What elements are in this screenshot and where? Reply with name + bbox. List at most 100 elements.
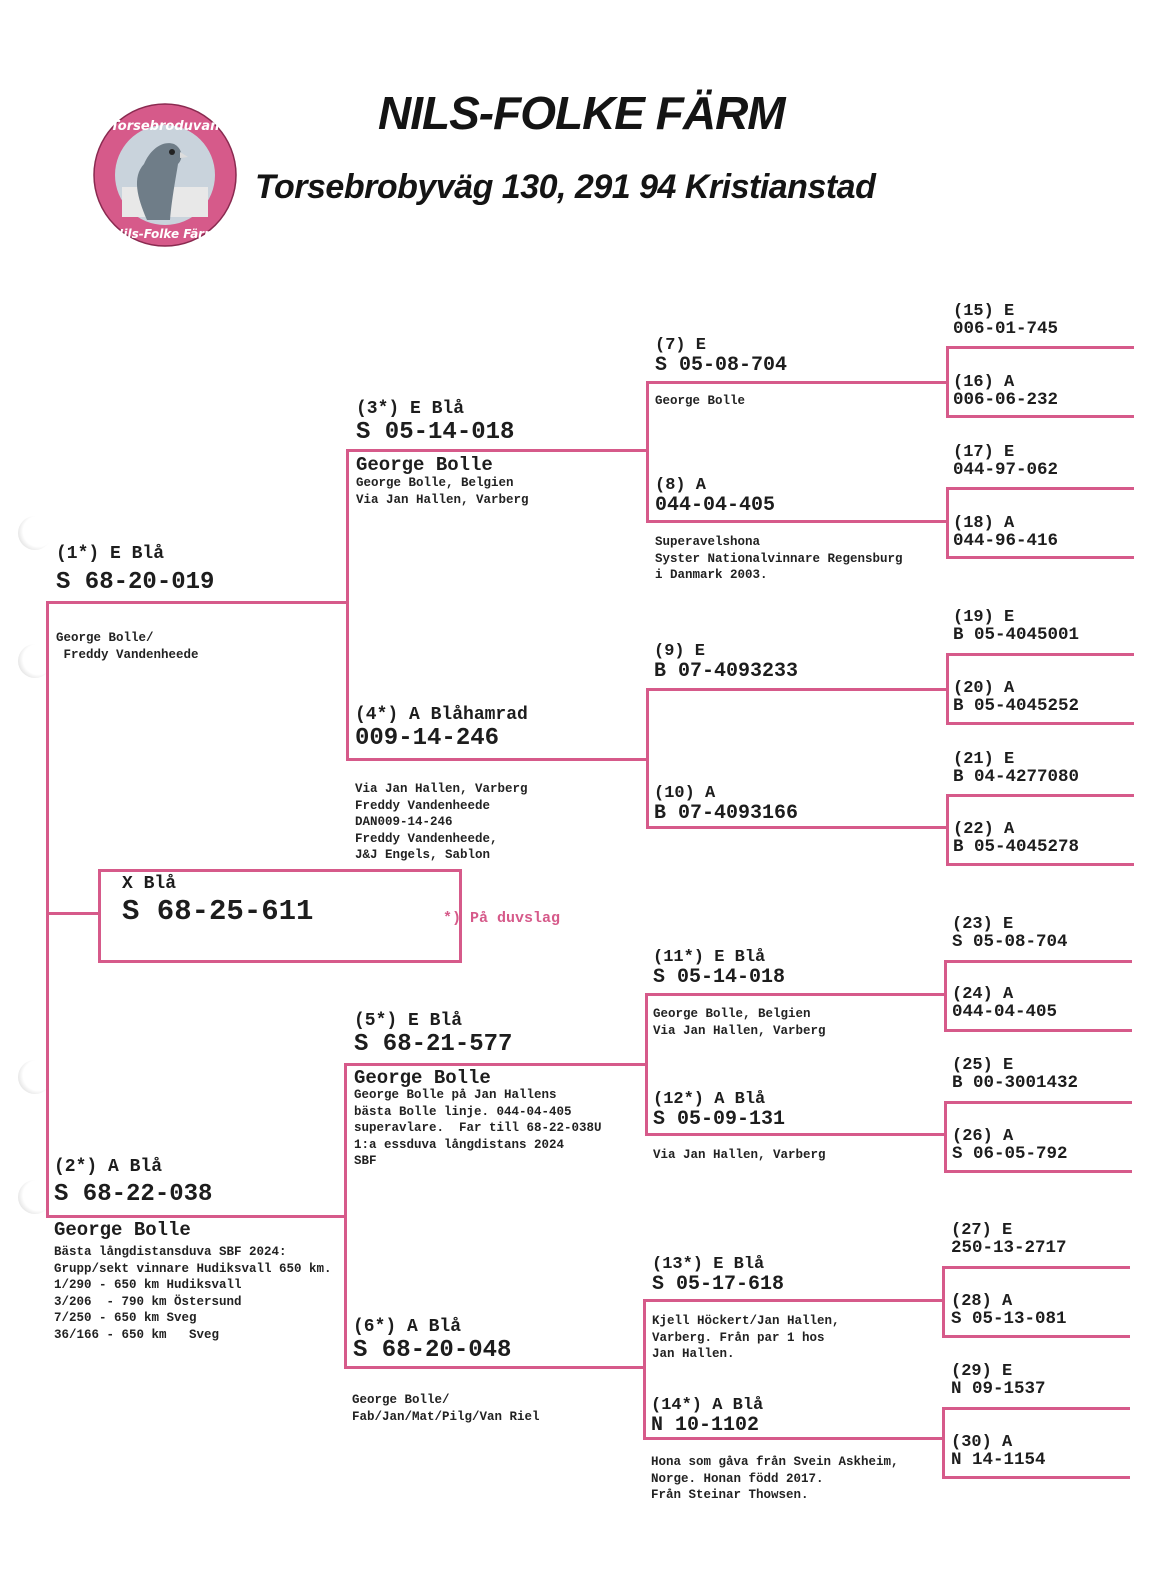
connector-line — [645, 993, 945, 996]
connector-line — [46, 1215, 346, 1218]
pigeon-label: (18) A — [953, 514, 1015, 533]
pigeon-label: (25) E — [952, 1056, 1014, 1075]
pigeon-ring: S 68-21-577 — [354, 1031, 513, 1058]
connector-line — [643, 1437, 943, 1440]
connector-line — [944, 1029, 1132, 1032]
pigeon-notes: George Bolle/ Fab/Jan/Mat/Pilg/Van Riel — [352, 1393, 540, 1424]
address: Torsebrobyväg 130, 291 94 Kristianstad — [255, 168, 876, 206]
pigeon-label: (23) E — [952, 915, 1014, 934]
connector-line — [946, 653, 949, 725]
pigeon-label: (26) A — [952, 1127, 1014, 1146]
pigeon-notes: George Bolle på Jan Hallens bästa Bolle … — [354, 1088, 602, 1168]
pigeon-notes: George Bolle/ Freddy Vandenheede — [56, 631, 199, 662]
connector-line — [46, 601, 348, 604]
connector-line — [946, 346, 1134, 349]
pigeon-ring: 009-14-246 — [355, 725, 500, 752]
connector-line — [643, 1299, 646, 1440]
connector-line — [646, 520, 946, 523]
connector-line — [946, 794, 949, 866]
connector-line — [46, 912, 100, 915]
pigeon-ring: 006-01-745 — [953, 319, 1059, 339]
connector-line — [344, 1063, 646, 1066]
pigeon-ring: S 05-13-081 — [951, 1309, 1067, 1329]
pigeon-notes: Via Jan Hallen, Varberg Freddy Vandenhee… — [355, 782, 528, 862]
pigeon-ring: 044-04-405 — [952, 1002, 1058, 1022]
pigeon-ring: B 07-4093233 — [654, 660, 799, 683]
connector-line — [346, 449, 647, 452]
pigeon-label: (8) A — [655, 476, 707, 495]
pigeon-owner: George Bolle — [54, 1219, 191, 1241]
pigeon-owner: George Bolle — [354, 1067, 491, 1089]
pigeon-label: (5*) E Blå — [354, 1011, 463, 1031]
subject-note: *) På duvslag — [443, 910, 561, 927]
connector-line — [645, 1133, 945, 1136]
connector-line — [944, 1101, 947, 1173]
connector-line — [46, 601, 49, 1218]
pigeon-ring: N 09-1537 — [951, 1379, 1046, 1399]
connector-line — [643, 1299, 943, 1302]
pigeon-ring: B 05-4045001 — [953, 625, 1080, 645]
connector-line — [645, 993, 648, 1136]
pigeon-ring: 044-97-062 — [953, 460, 1059, 480]
pigeon-ring: B 00-3001432 — [952, 1073, 1079, 1093]
page-title: NILS-FOLKE FÄRM — [378, 87, 786, 139]
pigeon-notes: Hona som gåva från Svein Askheim, Norge.… — [651, 1455, 899, 1502]
binder-hole — [18, 516, 52, 550]
pigeon-ring: S 05-14-018 — [653, 966, 786, 989]
pigeon-notes: Superavelshona Syster Nationalvinnare Re… — [655, 535, 903, 582]
connector-line — [944, 1170, 1132, 1173]
connector-line — [942, 1407, 945, 1479]
subject-box — [98, 869, 462, 963]
connector-line — [946, 487, 949, 559]
pigeon-notes: George Bolle, Belgien Via Jan Hallen, Va… — [356, 476, 529, 507]
pigeon-ring: 006-06-232 — [953, 390, 1059, 410]
connector-line — [942, 1266, 1130, 1269]
pigeon-ring: S 05-14-018 — [356, 419, 515, 446]
connector-line — [344, 1063, 347, 1369]
pigeon-label: (21) E — [953, 750, 1015, 769]
connector-line — [946, 794, 1134, 797]
pigeon-label: (4*) A Blåhamrad — [355, 705, 528, 725]
pigeon-label: (20) A — [953, 679, 1015, 698]
pigeon-label: (12*) A Blå — [653, 1090, 766, 1109]
connector-line — [944, 1101, 1132, 1104]
pigeon-ring: S 05-08-704 — [655, 354, 788, 377]
pigeon-label: (9) E — [654, 642, 706, 661]
pigeon-label: (7) E — [655, 336, 707, 355]
pigeon-label: (2*) A Blå — [54, 1157, 163, 1177]
pigeon-notes: Via Jan Hallen, Varberg — [653, 1148, 826, 1162]
pigeon-label: (13*) E Blå — [652, 1255, 765, 1274]
connector-line — [344, 1366, 646, 1369]
pigeon-label: (30) A — [951, 1433, 1013, 1452]
logo-badge: Torsebroduvan Nils-Folke Färm — [93, 103, 237, 247]
pigeon-label: (15) E — [953, 302, 1015, 321]
pigeon-ring: S 68-20-048 — [353, 1337, 512, 1364]
subject-ring: S 68-25-611 — [122, 895, 314, 928]
connector-line — [946, 556, 1134, 559]
subject-label: X Blå — [122, 874, 177, 894]
connector-line — [646, 381, 649, 523]
pigeon-notes: George Bolle — [655, 394, 746, 408]
pigeon-label: (29) E — [951, 1362, 1013, 1381]
pigeon-notes: George Bolle, Belgien Via Jan Hallen, Va… — [653, 1007, 826, 1038]
pigeon-ring: 044-96-416 — [953, 531, 1059, 551]
connector-line — [942, 1476, 1130, 1479]
pigeon-ring: 044-04-405 — [655, 494, 776, 517]
pigeon-notes: Kjell Höckert/Jan Hallen, Varberg. Från … — [652, 1314, 840, 1361]
connector-line — [942, 1266, 945, 1338]
pigeon-label: (19) E — [953, 608, 1015, 627]
pigeon-label: (24) A — [952, 985, 1014, 1004]
pigeon-ring: 250-13-2717 — [951, 1238, 1067, 1258]
connector-line — [646, 688, 649, 829]
pigeon-ring: S 06-05-792 — [952, 1144, 1068, 1164]
logo-top-text: Torsebroduvan — [111, 119, 220, 134]
pigeon-ring: B 05-4045278 — [953, 837, 1080, 857]
connector-line — [646, 688, 946, 691]
connector-line — [942, 1407, 1130, 1410]
pigeon-ring: S 68-22-038 — [54, 1181, 213, 1208]
pigeon-ring: S 68-20-019 — [56, 569, 215, 596]
pigeon-label: (6*) A Blå — [353, 1317, 462, 1337]
connector-line — [946, 346, 949, 418]
pigeon-label: (14*) A Blå — [651, 1396, 764, 1415]
pigeon-ring: S 05-09-131 — [653, 1108, 786, 1131]
